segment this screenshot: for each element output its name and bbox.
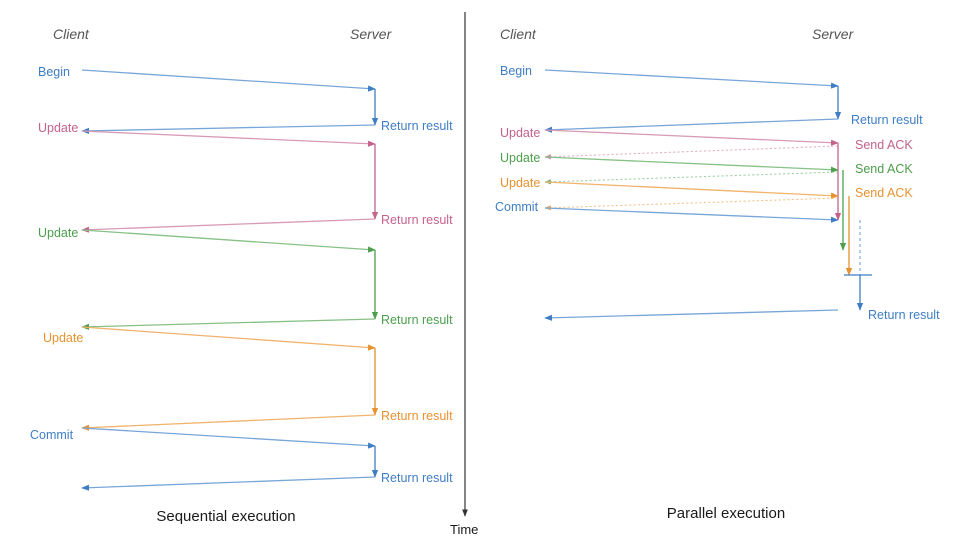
message-arrow-response xyxy=(544,145,839,160)
message-label: Begin xyxy=(500,64,532,78)
time-axis-label: Time xyxy=(450,522,478,537)
message-arrow-response xyxy=(544,118,839,133)
message-arrow-request xyxy=(544,181,839,199)
actor-label-client: Client xyxy=(53,26,90,42)
actor-label-client: Client xyxy=(500,26,537,42)
message-label: Return result xyxy=(381,409,453,423)
message-arrow-request xyxy=(81,326,376,351)
message-arrow-request xyxy=(81,427,376,449)
message-label: Send ACK xyxy=(855,138,913,152)
message-arrow-response xyxy=(544,309,839,321)
actor-label-server: Server xyxy=(812,26,855,42)
message-arrow-response xyxy=(81,476,376,491)
message-label: Update xyxy=(500,151,540,165)
message-label: Return result xyxy=(868,308,940,322)
message-arrow-request xyxy=(544,207,839,223)
message-label: Return result xyxy=(851,113,923,127)
panel-caption-parallel: Parallel execution xyxy=(667,505,785,522)
message-arrow-request xyxy=(81,69,376,92)
message-arrow-request xyxy=(81,229,376,253)
message-label: Return result xyxy=(381,471,453,485)
message-arrow-request xyxy=(81,130,376,147)
actor-label-server: Server xyxy=(350,26,393,42)
message-label: Commit xyxy=(30,428,74,442)
message-arrow-response xyxy=(544,197,839,211)
message-arrow-response xyxy=(81,414,376,431)
message-label: Update xyxy=(500,176,540,190)
message-label: Send ACK xyxy=(855,186,913,200)
message-arrow-response xyxy=(81,218,376,233)
message-label: Update xyxy=(38,226,78,240)
message-label: Update xyxy=(38,121,78,135)
message-arrow-response xyxy=(544,171,839,185)
panel-caption-sequential: Sequential execution xyxy=(156,508,295,525)
message-arrow-request xyxy=(544,129,839,146)
message-label: Return result xyxy=(381,213,453,227)
time-axis-layer: Time xyxy=(450,12,478,537)
message-label: Update xyxy=(43,331,83,345)
message-label: Send ACK xyxy=(855,162,913,176)
message-label: Update xyxy=(500,126,540,140)
message-label: Commit xyxy=(495,200,539,214)
message-arrow-request xyxy=(544,69,839,89)
message-arrow-request xyxy=(544,156,839,173)
message-label: Return result xyxy=(381,313,453,327)
message-arrow-response xyxy=(81,318,376,330)
message-label: Begin xyxy=(38,65,70,79)
message-label: Return result xyxy=(381,119,453,133)
message-arrow-response xyxy=(81,124,376,134)
